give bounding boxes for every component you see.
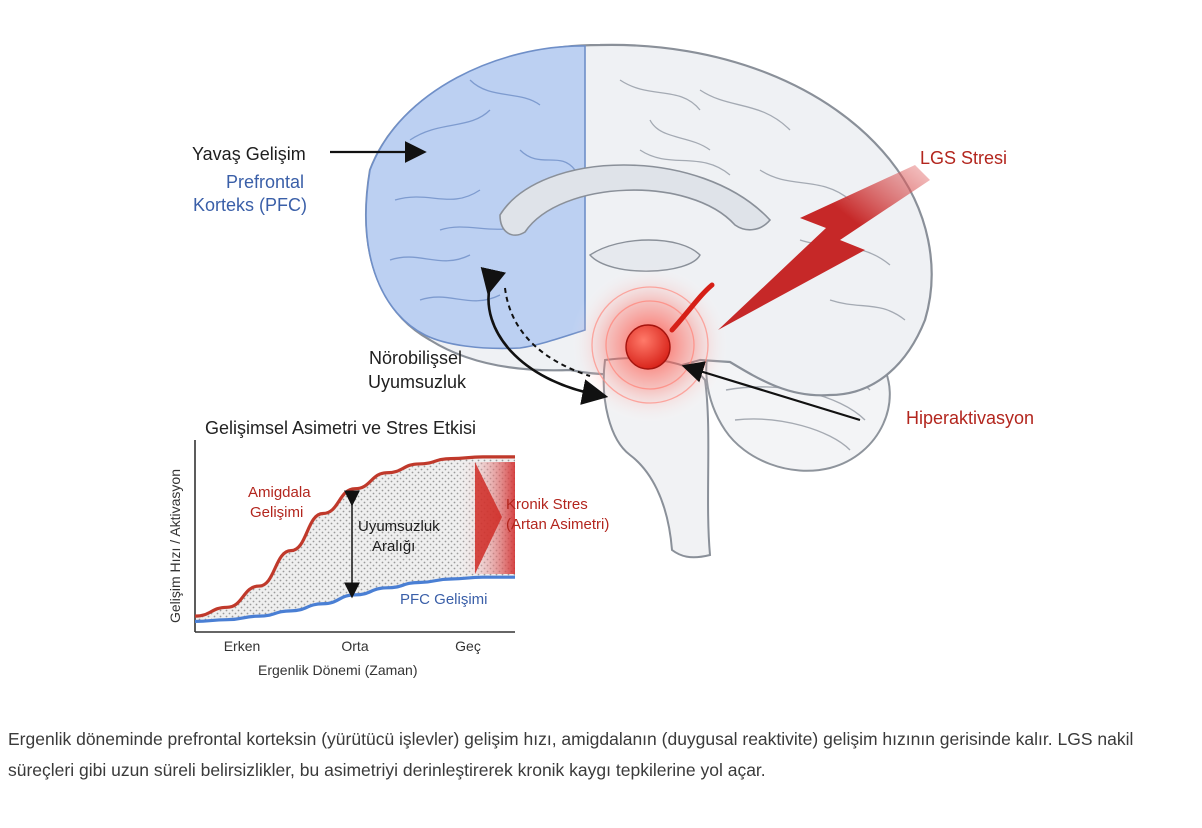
x-axis-label: Ergenlik Dönemi (Zaman)	[258, 662, 418, 678]
mismatch-label-line1: Nörobilişsel	[369, 348, 463, 368]
x-tick-label: Erken	[223, 638, 261, 654]
mismatch-label-line2: Uyumsuzluk	[368, 372, 467, 392]
amygdala	[570, 265, 730, 425]
amygdala-series-label-line1: Amigdala	[248, 484, 311, 501]
asymmetry-chart: Gelişim Hızı / Aktivasyon	[167, 440, 525, 665]
y-axis-label: Gelişim Hızı / Aktivasyon	[167, 469, 183, 623]
stress-lightning-icon	[718, 165, 930, 330]
brain-illustration: Gelişim Hızı / Aktivasyon	[167, 43, 933, 665]
amygdala-series-label-line2: Gelişimi	[250, 504, 304, 521]
gap-label-line2: Aralığı	[372, 538, 416, 555]
chronic-stress-label-line1: Kronik Stres	[506, 496, 588, 513]
pfc-label-line1: Prefrontal	[226, 172, 305, 192]
hyperactivation-label: Hiperaktivasyon	[906, 408, 1035, 428]
mismatch-arrow	[480, 266, 609, 405]
stress-label: LGS Stresi	[920, 148, 1008, 168]
figure-caption: Ergenlik döneminde prefrontal korteksin …	[8, 729, 1134, 780]
pfc-label-line2: Korteks (PFC)	[193, 195, 308, 215]
pfc-series-label: PFC Gelişimi	[400, 591, 488, 608]
slow-development-label: Yavaş Gelişim	[192, 144, 306, 164]
gap-label-line1: Uyumsuzluk	[358, 518, 440, 535]
chart-title: Gelişimsel Asimetri ve Stres Etkisi	[205, 418, 477, 438]
hyperactivation-arrow	[681, 361, 861, 422]
brain-development-figure: Gelişim Hızı / Aktivasyon Yavaş Gelişim …	[167, 43, 1035, 678]
series-amygdala-line	[194, 455, 515, 618]
chronic-stress-label-line2: (Artan Asimetri)	[506, 516, 610, 533]
mismatch-dashed-arrow	[504, 287, 591, 377]
x-tick-label: Orta	[341, 638, 369, 654]
chronic-stress-arrowhead	[475, 462, 502, 574]
x-tick-label: Geç	[455, 638, 481, 654]
